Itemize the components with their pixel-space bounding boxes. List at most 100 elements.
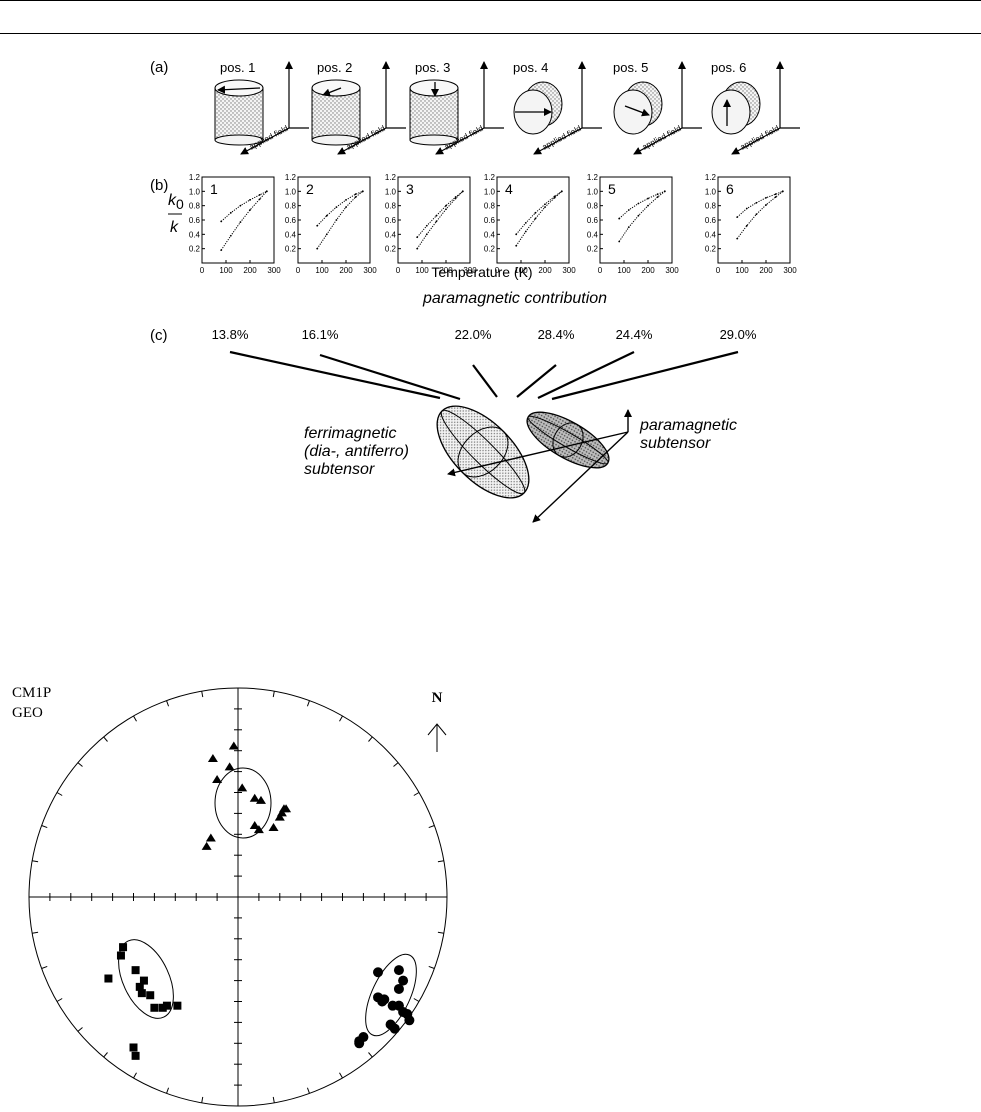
rim-tick-210	[133, 1072, 137, 1079]
point-upper-5-1	[627, 209, 630, 211]
point-lower-5-1	[627, 226, 630, 229]
square-point-11	[173, 1001, 182, 1010]
position-label-6: pos. 6	[711, 60, 746, 75]
point-upper-5-2	[637, 202, 640, 205]
rim-tick-350	[201, 691, 204, 698]
rim-tick-260	[32, 931, 39, 934]
x-tick-label-3-0: 0	[396, 266, 401, 275]
point-lower-3-2	[435, 220, 438, 223]
triangle-point-5	[249, 793, 260, 802]
y-tick-label-2-5: 1.0	[285, 187, 297, 196]
cylinder-top-3	[409, 79, 459, 97]
y-tick-label-3-1: 0.2	[385, 245, 397, 254]
x-tick-label-1-0: 0	[200, 266, 205, 275]
rim-tick-190	[201, 1096, 204, 1103]
rim-tick-20	[306, 700, 310, 707]
point-upper-1-2	[239, 204, 242, 207]
point-lower-5-4	[656, 196, 659, 198]
axis-field-2	[337, 127, 387, 155]
applied-field-label-5: applied field	[641, 124, 683, 152]
triangle-point-0	[228, 741, 239, 750]
rim-tick-230	[77, 1027, 83, 1032]
paramagnetic-contribution-label: paramagnetic contribution	[422, 290, 607, 307]
square-point-9	[158, 1003, 167, 1012]
x-tick-label-3-1: 100	[415, 266, 429, 275]
axis-field-5	[633, 127, 683, 155]
curve-lower-6	[736, 190, 784, 239]
point-lower-4-1	[524, 230, 527, 233]
triangle-point-3	[212, 774, 223, 783]
circle-point-0	[373, 967, 384, 978]
position-label-1: pos. 1	[220, 60, 255, 75]
percentage-4: 28.4%	[538, 327, 575, 342]
axis-field-3	[435, 127, 485, 155]
point-lower-2-5	[361, 190, 364, 193]
point-lower-4-3	[544, 206, 546, 209]
triangle-point-12	[205, 833, 216, 842]
applied-field-label-4: applied field	[541, 124, 583, 152]
point-lower-4-0	[515, 244, 518, 247]
point-lower-2-3	[345, 206, 347, 209]
point-upper-2-0	[316, 224, 319, 227]
point-upper-2-3	[345, 199, 347, 201]
y-tick-label-1-3: 0.6	[189, 216, 201, 225]
rim-tick-110	[428, 965, 435, 969]
percentage-6: 29.0%	[720, 327, 757, 342]
moment-arrow-5	[624, 105, 650, 117]
y-tick-label-2-6: 1.2	[285, 173, 297, 182]
curve-upper-4	[515, 190, 563, 235]
point-upper-6-0	[736, 216, 739, 219]
rim-tick-160	[306, 1087, 310, 1094]
rim-tick-40	[368, 736, 373, 742]
moment-arrow-1	[217, 85, 261, 94]
y-tick-label-1-5: 1.0	[189, 187, 201, 196]
point-lower-4-5	[560, 190, 563, 193]
point-lower-6-1	[745, 224, 748, 227]
rim-tick-280	[32, 860, 39, 863]
x-tick-label-5-2: 200	[641, 266, 655, 275]
point-upper-3-4	[454, 196, 457, 198]
point-lower-6-3	[765, 204, 767, 206]
x-tick-label-1-2: 200	[243, 266, 257, 275]
circle-point-6	[377, 996, 388, 1007]
point-upper-6-1	[745, 207, 748, 210]
square-point-13	[131, 1051, 140, 1060]
square-point-5	[135, 982, 144, 991]
y-tick-label-3-2: 0.4	[385, 230, 397, 239]
y-tick-label-4-5: 1.0	[484, 187, 496, 196]
point-upper-1-1	[229, 211, 232, 214]
x-tick-label-6-3: 300	[783, 266, 797, 275]
point-upper-4-3	[544, 203, 546, 206]
curve-upper-6	[736, 190, 783, 218]
triangle-point-9	[268, 823, 279, 832]
cylinder-face-6	[711, 89, 751, 135]
triangle-point-11	[249, 820, 260, 829]
rim-tick-250	[41, 965, 48, 969]
square-point-1	[116, 951, 125, 960]
cylinder-top-2	[311, 79, 361, 97]
temperature-label: Temperature (K)	[431, 264, 532, 280]
stereonet	[28, 687, 448, 1107]
curve-lower-5	[618, 190, 666, 242]
plot-number-6: 6	[726, 181, 734, 197]
point-lower-4-2	[534, 217, 537, 220]
square-point-2	[104, 974, 113, 983]
rim-tick-320	[103, 736, 108, 742]
x-tick-label-2-1: 100	[315, 266, 329, 275]
circle-point-16	[354, 1038, 365, 1049]
circle-point-3	[393, 983, 404, 994]
y-tick-label-6-4: 0.8	[705, 202, 717, 211]
x-tick-label-2-3: 300	[363, 266, 377, 275]
point-upper-4-1	[524, 221, 527, 224]
y-tick-label-2-1: 0.2	[285, 245, 297, 254]
cylinder-face-5	[613, 89, 653, 135]
percentage-2: 16.1%	[302, 327, 339, 342]
point-upper-5-0	[618, 217, 621, 220]
point-lower-6-5	[781, 190, 784, 193]
applied-field-label-6: applied field	[739, 124, 781, 152]
point-upper-2-1	[325, 214, 328, 217]
